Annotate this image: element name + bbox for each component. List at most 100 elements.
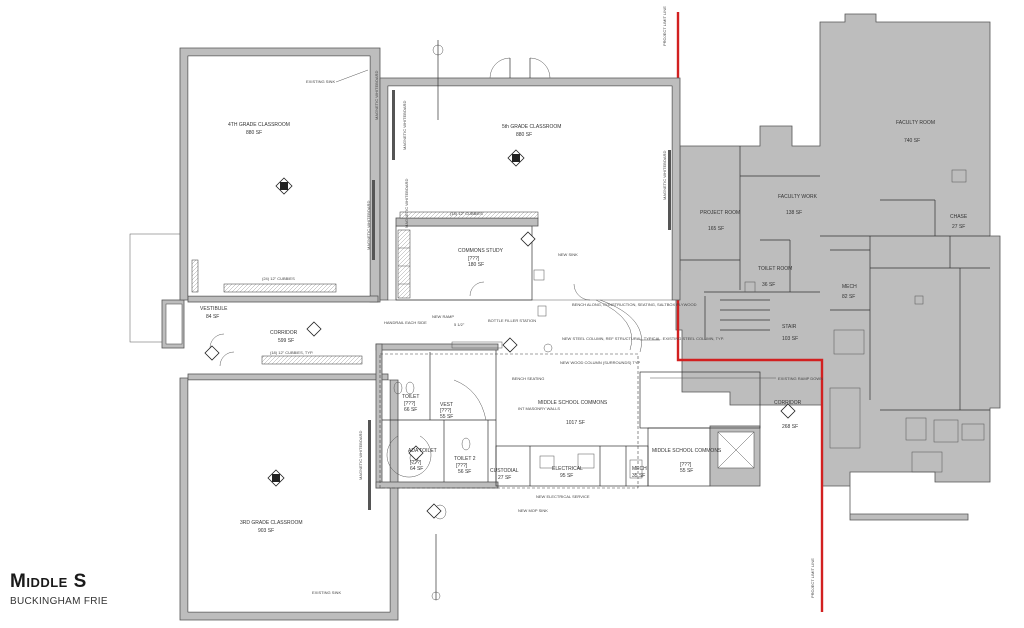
room-tag (275, 177, 293, 195)
room-area: 36 SF (762, 282, 775, 288)
note-handrail: HANDRAIL EACH SIDE (384, 320, 427, 325)
room-name: MECH (842, 284, 857, 290)
room-area: 35 SF (632, 473, 645, 479)
note-magnetic-whiteboard: MAGNETIC WHITEBOARD (374, 71, 379, 120)
room-name: CHASE (950, 214, 968, 220)
room-name: FACULTY WORK (778, 194, 818, 200)
room-name: TOILET ROOM (758, 266, 792, 272)
note-magnetic-whiteboard: MAGNETIC WHITEBOARD (358, 431, 363, 480)
room-name: ELECTRICAL (552, 466, 583, 472)
note-magnetic-whiteboard: MAGNETIC WHITEBOARD (404, 179, 409, 228)
room-area: 903 SF (258, 528, 274, 534)
room-tag (306, 321, 322, 337)
note-new-ramp: NEW RAMP (432, 314, 454, 319)
room-name: CORRIDOR (774, 400, 802, 406)
title-block: Middle S BUCKINGHAM FRIE (10, 571, 108, 608)
existing-building-outline (675, 13, 1001, 521)
room-name: ADA TOILET (408, 448, 437, 454)
room-name: FACULTY ROOM (896, 120, 935, 126)
project-limit-label-bottom: PROJECT LIMIT LINE (810, 558, 815, 598)
room-area: 64 SF (410, 466, 423, 472)
room-area: 103 SF (782, 336, 798, 342)
whiteboards (368, 90, 671, 510)
room-tag (507, 149, 525, 167)
room-name: PROJECT ROOM (700, 210, 740, 216)
note-wood-column: NEW WOOD COLUMN (SURROUNDS) TYP (560, 360, 640, 365)
note-magnetic-whiteboard: MAGNETIC WHITEBOARD (402, 101, 407, 150)
room-area: 599 SF (278, 338, 294, 344)
project-limit-label-top: PROJECT LIMIT LINE (662, 6, 667, 46)
entry-porch (129, 233, 185, 349)
room-name: COMMONS STUDY (458, 248, 504, 254)
note-bench-seating: BENCH SEATING (512, 376, 544, 381)
room-name: STAIR (782, 324, 797, 330)
room-4th-grade (187, 55, 371, 297)
room-tag (502, 337, 518, 353)
room-area: 138 SF (786, 210, 802, 216)
note-existing-sink: EXISTING SINK (312, 590, 341, 595)
note-magnetic-whiteboard: MAGNETIC WHITEBOARD (662, 151, 667, 200)
room-name: MIDDLE SCHOOL COMMONS (538, 400, 608, 406)
room-num: [???] (468, 256, 480, 262)
room-area: 165 SF (708, 226, 724, 232)
room-area: 268 SF (782, 424, 798, 430)
room-name: MIDDLE SCHOOL COMMONS (652, 448, 722, 454)
room-name: TOILET (402, 394, 419, 400)
note-new-mop-sink: NEW MOP SINK (518, 508, 548, 513)
callout-notes: EXISTING SINK EXISTING SINK MAGNETIC WHI… (262, 69, 823, 595)
room-num: [???] (680, 462, 692, 468)
room-num: [???] (410, 460, 422, 466)
room-num: [???] (440, 408, 452, 414)
note-cubbies-24: (24) 12" CUBBIES (262, 276, 295, 281)
note-cubbies-typ: (18) 12" CUBBIES, TYP. (270, 350, 313, 355)
note-steel-column: NEW STEEL COLUMN, REF STRUCTURAL, TYPICA… (562, 336, 724, 341)
drawing-title: Middle S (10, 571, 87, 592)
room-5th-grade (387, 85, 673, 301)
commons-study-area (191, 211, 539, 365)
room-name: MECH (632, 466, 647, 472)
room-area: 55 SF (440, 414, 453, 420)
room-tag (780, 403, 796, 419)
room-area: 82 SF (842, 294, 855, 300)
existing-interior-walls (680, 146, 990, 473)
note-masonry-walls: INT MASONRY WALLS (518, 406, 560, 411)
room-labels: 4TH GRADE CLASSROOM 880 SF 5th GRADE CLA… (200, 120, 968, 534)
room-area: 1017 SF (566, 420, 585, 426)
column-markers (431, 40, 444, 601)
room-name: VEST (440, 402, 453, 408)
doors (209, 57, 591, 367)
room-area: 56 SF (458, 469, 471, 475)
room-name: VESTIBULE (200, 306, 228, 312)
room-tag (204, 345, 220, 361)
note-new-sink: NEW SINK (558, 252, 578, 257)
room-tag (520, 231, 536, 247)
room-area: 27 SF (952, 224, 965, 230)
room-area: 66 SF (404, 407, 417, 413)
note-new-electrical: NEW ELECTRICAL SERVICE (536, 494, 590, 499)
middle-school-commons-area (379, 269, 761, 489)
room-tags (204, 149, 796, 519)
room-area: 180 SF (468, 262, 484, 268)
note-bottle-filler: BOTTLE FILLER STATION (488, 318, 536, 323)
room-tag (426, 503, 442, 519)
room-name: CUSTODIAL (490, 468, 519, 474)
note-existing-ramp: EXISTING RAMP DOWN (778, 376, 823, 381)
drawing-subtitle: BUCKINGHAM FRIE (10, 596, 108, 607)
room-area: 27 SF (498, 475, 511, 481)
room-3rd-grade (187, 379, 391, 613)
room-name: 3RD GRADE CLASSROOM (240, 520, 303, 526)
note-existing-sink: EXISTING SINK (306, 79, 335, 84)
room-tag (267, 469, 285, 487)
room-area: 740 SF (904, 138, 920, 144)
note-cubbies-18: (18) 12" CUBBIES (450, 211, 483, 216)
room-num: [???] (404, 401, 416, 407)
existing-building (675, 13, 1001, 521)
room-tag (408, 445, 424, 461)
note-slope: 5 1/2" (454, 322, 465, 327)
room-name: TOILET 2 (454, 456, 476, 462)
room-area: 84 SF (206, 314, 219, 320)
room-area: 95 SF (560, 473, 573, 479)
room-area: 880 SF (246, 130, 262, 136)
room-area: 55 SF (680, 468, 693, 474)
